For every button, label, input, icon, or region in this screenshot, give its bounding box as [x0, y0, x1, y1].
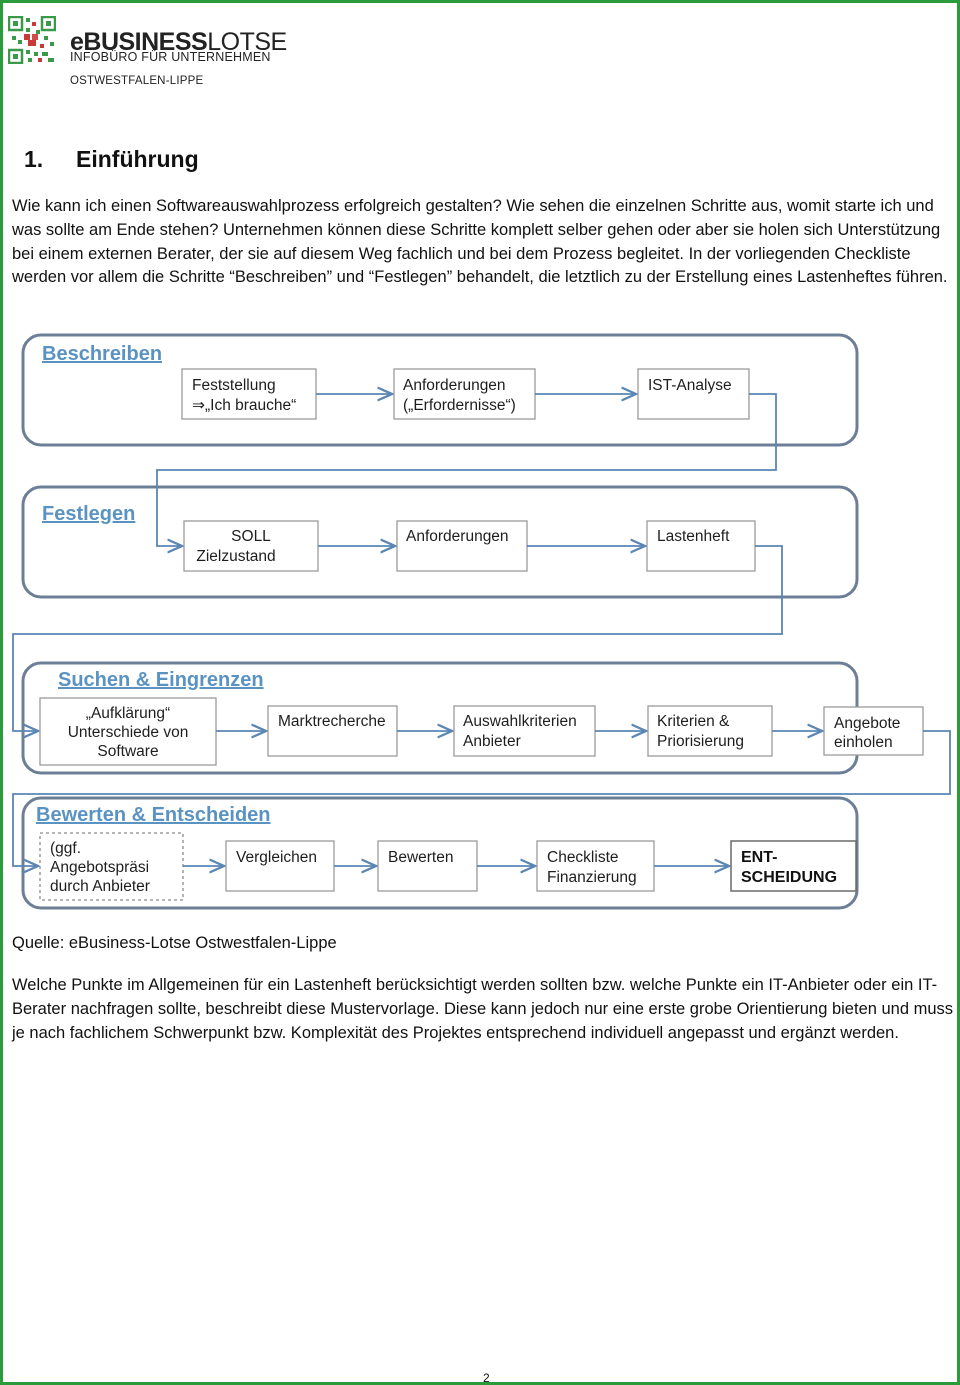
- process-diagram: Beschreiben Festlegen Suchen & Eingrenze…: [12, 333, 951, 910]
- closing-paragraph: Welche Punkte im Allgemeinen für ein Las…: [12, 976, 954, 1042]
- step-text: Vergleichen: [236, 849, 317, 866]
- step-text: Feststellung: [192, 377, 276, 394]
- phase-container-beschreiben: [21, 333, 859, 447]
- step-box-entscheidung: [730, 840, 857, 892]
- phase-container-bewerten: [21, 796, 859, 910]
- phase-container-festlegen: [21, 485, 859, 599]
- step-text: Anforderungen: [403, 377, 506, 394]
- step-box-bewerten: [377, 840, 478, 892]
- step-box-anforderungen-2: [396, 520, 528, 572]
- step-text: Anbieter: [463, 733, 521, 750]
- step-box-soll: [183, 520, 319, 572]
- step-text: Software: [97, 743, 158, 760]
- step-text: Zielzustand: [196, 548, 275, 565]
- qr-code-icon: [8, 16, 56, 64]
- page-number: 2: [483, 1371, 490, 1385]
- step-text: SOLL: [231, 528, 271, 545]
- step-text: Checkliste: [547, 849, 619, 866]
- step-text: Auswahlkriterien: [463, 713, 577, 730]
- step-box-kriterien: [647, 705, 773, 757]
- source-caption: Quelle: eBusiness-Lotse Ostwestfalen-Lip…: [12, 934, 337, 952]
- step-text: Unterschiede von: [68, 724, 189, 741]
- phase-title-bewerten: Bewerten & Entscheiden: [36, 804, 271, 826]
- step-box-marktrecherche: [267, 705, 398, 757]
- step-text: „Aufklärung“: [86, 705, 170, 722]
- brand-name: eBUSINESSLOTSE: [70, 28, 287, 56]
- flow-connector: [12, 730, 951, 866]
- step-box-lastenheft: [646, 520, 756, 572]
- step-text: SCHEIDUNG: [741, 869, 837, 886]
- step-box-ist-analyse: [637, 368, 750, 420]
- step-text: Angebote: [834, 715, 900, 732]
- step-text: (ggf.: [50, 840, 81, 857]
- brand-subtitle: INFOBÜRO FÜR UNTERNEHMEN: [70, 50, 271, 64]
- step-box-vergleichen: [225, 840, 335, 892]
- step-box-anforderungen: [393, 368, 536, 420]
- brand-region: OSTWESTFALEN-LIPPE: [70, 75, 204, 87]
- flow-connector: [12, 545, 783, 731]
- intro-paragraph: Wie kann ich einen Softwareauswahlprozes…: [12, 197, 948, 287]
- step-text: ENT-: [741, 849, 777, 866]
- step-text: einholen: [834, 734, 893, 751]
- phase-title-beschreiben: Beschreiben: [42, 343, 162, 365]
- step-text: Finanzierung: [547, 869, 637, 886]
- flow-connector: [156, 393, 777, 546]
- header-logo: eBUSINESSLOTSE INFOBÜRO FÜR UNTERNEHMEN …: [8, 16, 308, 96]
- step-box-angebotspraesi: [39, 832, 184, 901]
- step-text: IST-Analyse: [648, 377, 732, 394]
- step-text: Kriterien &: [657, 713, 730, 730]
- step-text: Lastenheft: [657, 528, 730, 545]
- step-box-checkliste: [536, 840, 655, 892]
- step-box-auswahlkriterien: [453, 705, 596, 757]
- step-text: durch Anbieter: [50, 878, 150, 895]
- step-text: Priorisierung: [657, 733, 744, 750]
- step-text: Marktrecherche: [278, 713, 386, 730]
- step-text: Anforderungen: [406, 528, 509, 545]
- phase-title-festlegen: Festlegen: [42, 503, 135, 525]
- step-text: („Erfordernisse“): [403, 397, 516, 414]
- section-heading: 1.Einführung: [24, 146, 199, 172]
- step-text: Angebotspräsi: [50, 859, 149, 876]
- phase-title-suchen: Suchen & Eingrenzen: [58, 669, 264, 691]
- step-box-angebote: [823, 706, 924, 756]
- step-text: Bewerten: [388, 849, 453, 866]
- step-text: ⇒„Ich brauche“: [192, 397, 296, 414]
